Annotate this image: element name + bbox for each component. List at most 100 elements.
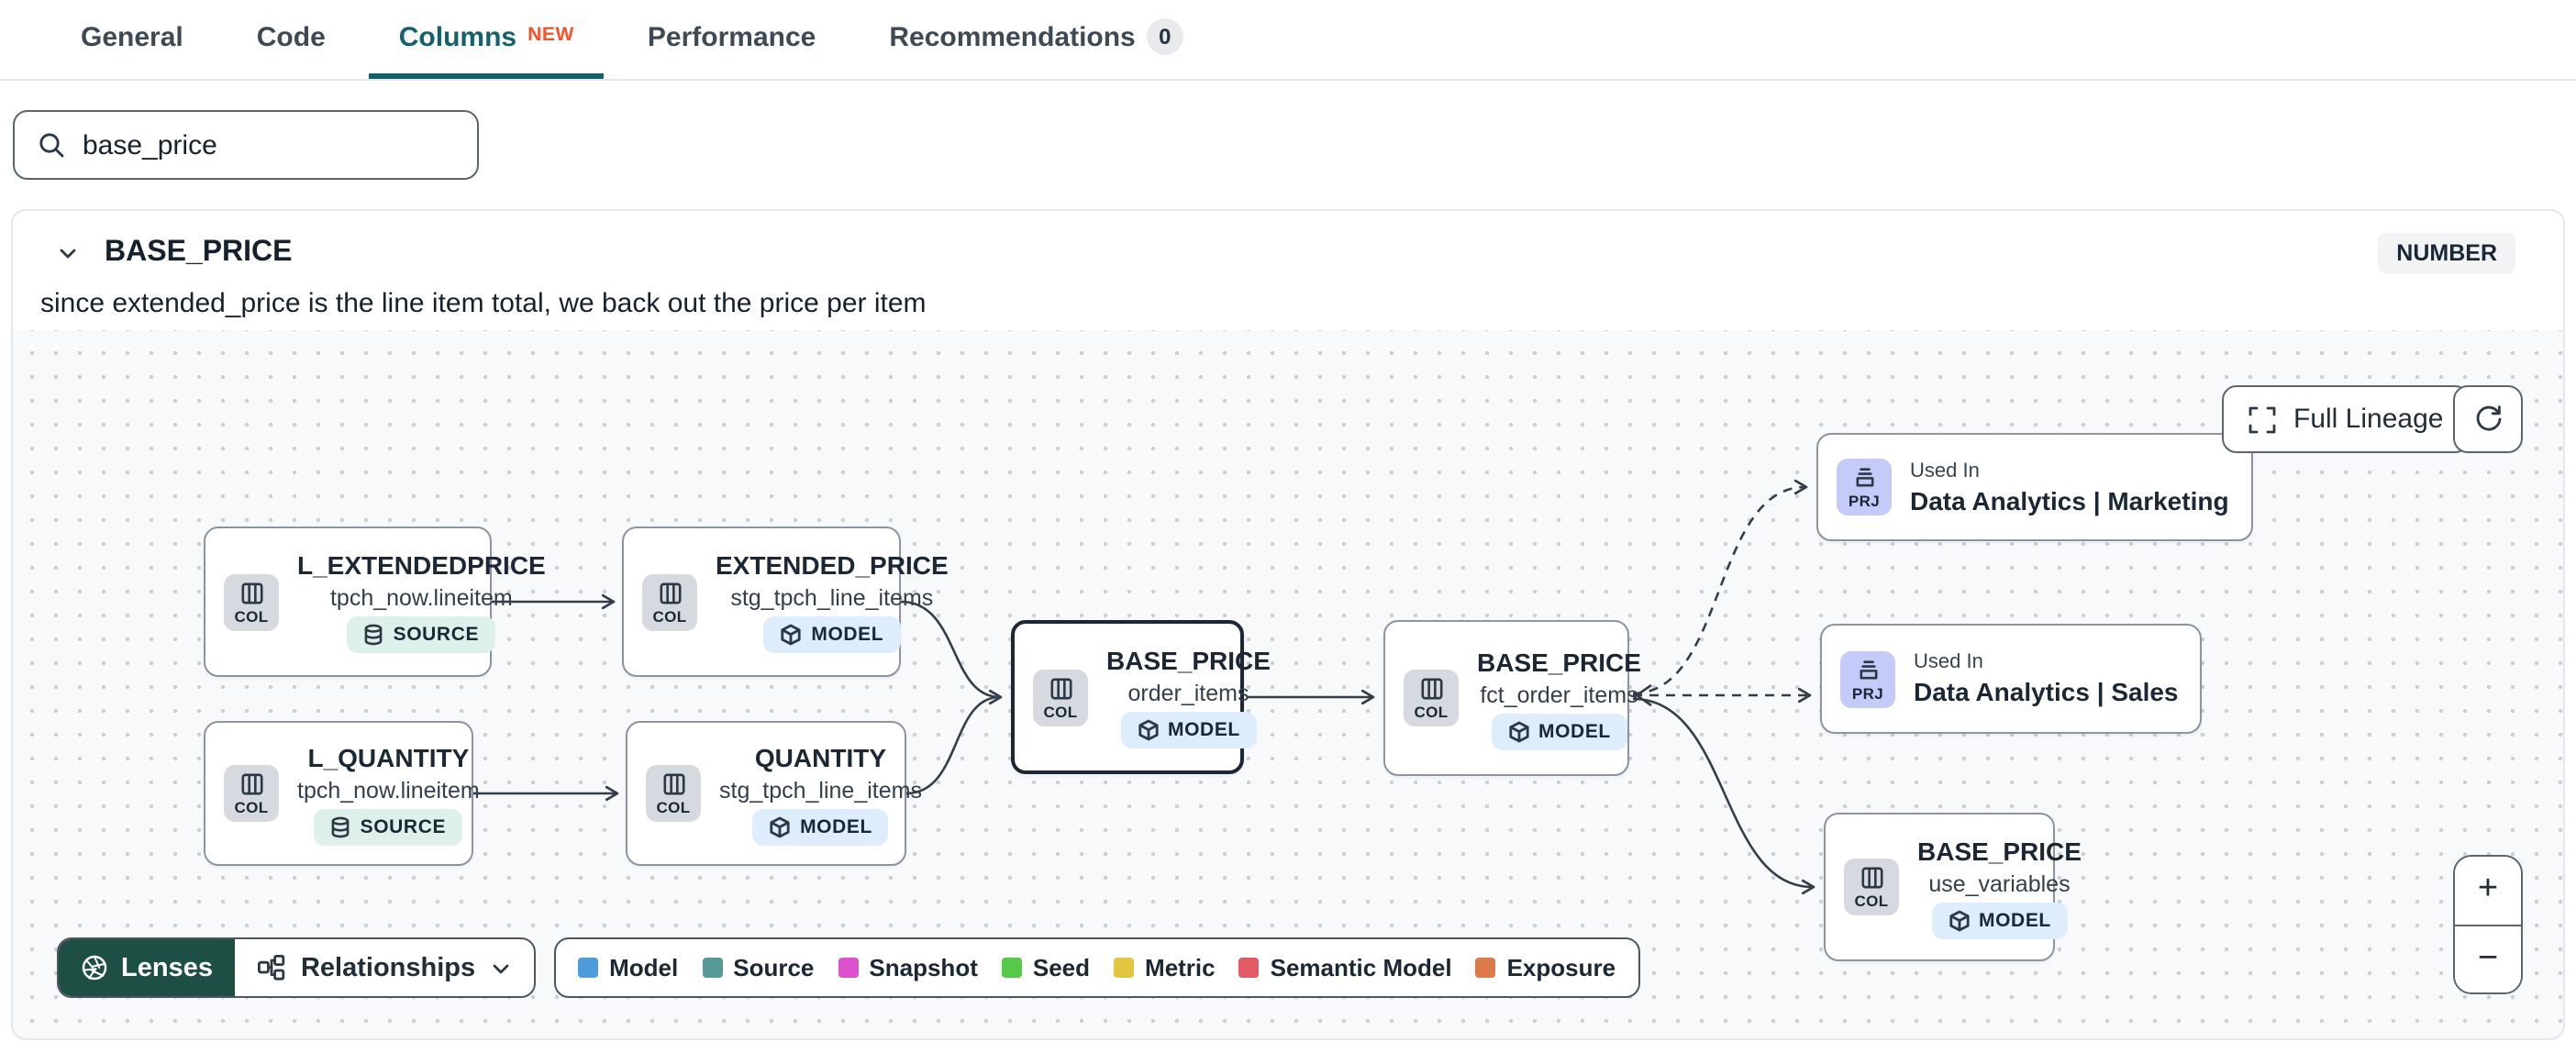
relationships-icon <box>257 954 286 981</box>
model-badge: MODEL <box>763 616 901 653</box>
legend-swatch-exposure <box>1475 958 1496 978</box>
node-title: Data Analytics | Marketing <box>1910 485 2229 515</box>
node-title: QUANTITY <box>754 742 887 771</box>
model-badge: MODEL <box>1931 902 2068 938</box>
relationships-dropdown[interactable]: Relationships <box>235 939 534 996</box>
legend-item: Metric <box>1114 954 1216 981</box>
refresh-icon <box>2472 404 2504 435</box>
node-title: BASE_PRICE <box>1917 836 2082 865</box>
refresh-button[interactable] <box>2453 385 2523 453</box>
database-icon <box>331 815 351 837</box>
legend-swatch-metric <box>1114 958 1135 978</box>
archive-icon <box>1856 658 1880 682</box>
archive-icon <box>1852 466 1876 490</box>
legend-swatch-source <box>702 958 723 978</box>
tab-performance[interactable]: Performance <box>647 21 816 52</box>
legend-swatch-model <box>578 958 599 978</box>
source-badge: SOURCE <box>314 808 463 845</box>
search-row <box>0 81 2576 180</box>
lenses-button[interactable]: Lenses <box>59 939 235 996</box>
lineage-node-l-extendedprice[interactable]: COL L_EXTENDEDPRICE tpch_now.lineitem SO… <box>204 526 546 677</box>
search-input[interactable] <box>83 129 455 161</box>
node-subtitle: tpch_now.lineitem <box>329 585 513 611</box>
lineage-edges <box>473 479 1815 895</box>
lineage-node-base-price-fct-order-items[interactable]: COL BASE_PRICE fct_order_items MODEL <box>1383 620 1641 776</box>
legend-item: Source <box>702 954 814 981</box>
project-tile: PRJ <box>1837 459 1892 515</box>
cube-icon <box>780 624 802 646</box>
model-badge: MODEL <box>1120 712 1257 748</box>
zoom-controls: + − <box>2453 855 2523 994</box>
tab-general[interactable]: General <box>81 21 183 52</box>
chevron-down-icon <box>490 957 512 979</box>
lineage-canvas[interactable]: COL L_EXTENDEDPRICE tpch_now.lineitem SO… <box>13 330 2563 1038</box>
column-tile: COL <box>224 765 279 822</box>
node-subtitle: tpch_now.lineitem <box>297 777 480 803</box>
database-icon <box>364 624 384 646</box>
tab-code[interactable]: Code <box>256 21 326 52</box>
lineage-node-l-quantity[interactable]: COL L_QUANTITY tpch_now.lineitem SOURCE <box>204 721 480 866</box>
column-tile: COL <box>642 573 697 630</box>
node-title: BASE_PRICE <box>1477 647 1641 676</box>
column-description: since extended_price is the line item to… <box>40 288 927 319</box>
used-in-label: Used In <box>1914 651 1983 673</box>
cube-icon <box>769 815 791 837</box>
columns-icon <box>239 772 263 796</box>
canvas-bottom-controls: Lenses Relationships Model Source <box>57 937 1640 998</box>
used-in-label: Used In <box>1910 460 1980 482</box>
columns-icon <box>661 772 685 796</box>
project-tile: PRJ <box>1840 650 1895 707</box>
expand-icon <box>2248 405 2277 434</box>
full-lineage-button[interactable]: Full Lineage <box>2222 385 2470 453</box>
aperture-icon <box>81 954 108 981</box>
node-subtitle: stg_tpch_line_items <box>719 777 922 803</box>
lenses-group: Lenses Relationships <box>57 937 537 998</box>
column-tile: COL <box>1404 670 1459 726</box>
column-tile: COL <box>1844 859 1899 915</box>
node-subtitle: fct_order_items <box>1480 682 1638 707</box>
column-type-badge: NUMBER <box>2378 233 2515 273</box>
node-title: L_EXTENDEDPRICE <box>297 550 546 580</box>
column-tile: COL <box>1033 669 1088 726</box>
lineage-node-extended-price[interactable]: COL EXTENDED_PRICE stg_tpch_line_items M… <box>622 526 949 677</box>
cube-icon <box>1948 909 1970 931</box>
zoom-in-button[interactable]: + <box>2455 857 2521 926</box>
column-tile: COL <box>646 765 701 822</box>
cube-icon <box>1137 719 1159 741</box>
cube-icon <box>1507 720 1529 742</box>
recommendations-count-badge: 0 <box>1146 18 1183 55</box>
legend-swatch-semantic-model <box>1238 958 1260 978</box>
column-panel: BASE_PRICE NUMBER since extended_price i… <box>11 209 2565 1040</box>
legend-item: Exposure <box>1475 954 1616 981</box>
lineage-node-used-in-sales[interactable]: PRJ Used In Data Analytics | Sales <box>1820 624 2203 734</box>
columns-icon <box>1860 866 1883 890</box>
search-icon <box>37 130 66 160</box>
search-box[interactable] <box>13 110 479 180</box>
columns-icon <box>658 581 682 604</box>
columns-icon <box>1419 677 1443 701</box>
legend-item: Model <box>578 954 678 981</box>
zoom-out-button[interactable]: − <box>2455 926 2521 992</box>
column-tile: COL <box>224 573 279 630</box>
legend-item: Seed <box>1001 954 1090 981</box>
legend-item: Snapshot <box>838 954 978 981</box>
lineage-node-base-price-order-items[interactable]: COL BASE_PRICE order_items MODEL <box>1011 620 1271 774</box>
lineage-node-used-in-marketing[interactable]: PRJ Used In Data Analytics | Marketing <box>1816 433 2253 541</box>
node-title: Data Analytics | Sales <box>1914 677 2179 706</box>
column-panel-header: BASE_PRICE NUMBER <box>13 211 2563 273</box>
node-subtitle: use_variables <box>1928 870 2071 896</box>
new-badge: NEW <box>527 24 574 46</box>
tab-columns[interactable]: Columns NEW <box>369 0 604 79</box>
lineage-node-quantity[interactable]: COL QUANTITY stg_tpch_line_items MODEL <box>626 721 922 866</box>
node-title: EXTENDED_PRICE <box>716 550 949 580</box>
node-title: L_QUANTITY <box>307 742 470 771</box>
node-type-legend: Model Source Snapshot Seed Metric Semant… <box>554 937 1640 998</box>
columns-icon <box>1049 676 1072 700</box>
lineage-node-base-price-use-variables[interactable]: COL BASE_PRICE use_variables MODEL <box>1824 813 2082 961</box>
tab-recommendations[interactable]: Recommendations 0 <box>860 0 1212 79</box>
legend-item: Semantic Model <box>1238 954 1452 981</box>
collapse-chevron-icon[interactable] <box>57 242 79 264</box>
node-subtitle: stg_tpch_line_items <box>730 585 934 611</box>
node-title: BASE_PRICE <box>1106 646 1271 675</box>
source-badge: SOURCE <box>347 616 496 653</box>
